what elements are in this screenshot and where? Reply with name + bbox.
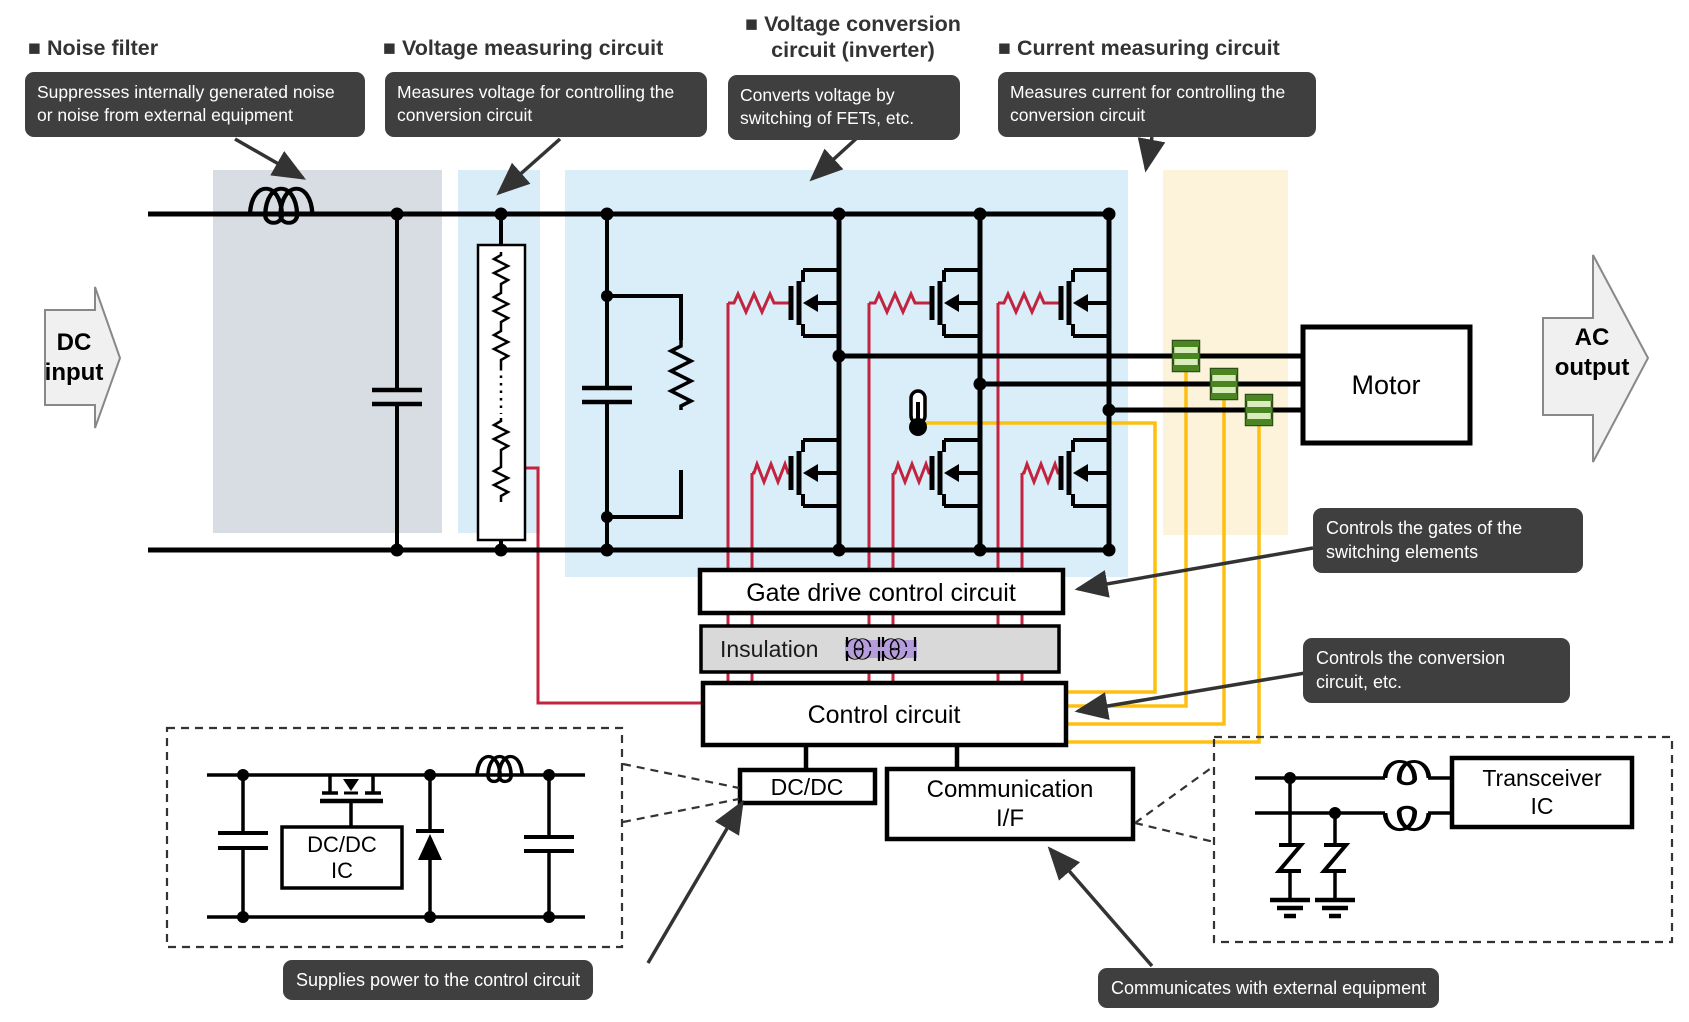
dcdc-detail-dashed-box bbox=[165, 726, 624, 949]
callout-dcdc: Supplies power to the control circuit bbox=[283, 960, 594, 1001]
voltage-conversion-pointer bbox=[809, 135, 860, 182]
current-sensor-icon bbox=[1209, 367, 1239, 401]
inverter-band bbox=[565, 170, 1128, 577]
heading-voltage-measuring-label: Voltage measuring circuit bbox=[401, 36, 664, 60]
heading-noise-filter-label: Noise filter bbox=[46, 36, 159, 60]
choke-coil-icon bbox=[1385, 807, 1429, 829]
capacitor-icon bbox=[218, 831, 268, 850]
dcdc-ic-label-line2: IC bbox=[331, 858, 353, 883]
junction-dots bbox=[390, 207, 1116, 557]
communication-callout-pointer bbox=[1047, 846, 1154, 968]
current-sense-wire-3 bbox=[1066, 424, 1261, 744]
communication-label-line2: I/F bbox=[996, 805, 1024, 832]
bullet-icon: ■ bbox=[998, 36, 1017, 60]
dcdc-label: DC/DC bbox=[771, 774, 844, 800]
tooltip-voltage-conversion: Converts voltage by switching of FETs, e… bbox=[728, 75, 960, 140]
motor-box bbox=[1300, 324, 1473, 446]
power-rails bbox=[148, 211, 1109, 553]
capacitor-icon bbox=[524, 835, 574, 853]
ac-output-line2: output bbox=[1555, 354, 1630, 381]
control-callout-pointer bbox=[1074, 667, 1330, 720]
dcdc-box bbox=[737, 767, 878, 806]
heading-current-measuring: ■ Current measuring circuit bbox=[998, 36, 1280, 61]
dc-input-line2: input bbox=[45, 359, 104, 386]
transceiver-detail-circuit: Transceiver IC bbox=[1134, 735, 1674, 944]
dcdc-detail-link-lines bbox=[622, 762, 740, 824]
noise-filter-band bbox=[213, 170, 442, 533]
resistor-chain-icon bbox=[492, 250, 510, 504]
gate-drive-label: Gate drive control circuit bbox=[746, 579, 1016, 607]
transformer-icon bbox=[845, 637, 917, 661]
noise-filter-section bbox=[250, 189, 422, 550]
tooltip-current-measuring: Measures current for controlling the con… bbox=[998, 72, 1316, 137]
section-bands bbox=[213, 170, 1288, 577]
communication-box bbox=[884, 766, 1136, 842]
motor-block: Motor bbox=[1300, 324, 1473, 446]
ac-output-arrow: AC output bbox=[1542, 254, 1650, 463]
diode-icon bbox=[418, 834, 442, 860]
gate-drive-callout-pointer bbox=[1074, 546, 1314, 598]
callout-communication: Communicates with external equipment bbox=[1098, 968, 1440, 1009]
heading-current-measuring-label: Current measuring circuit bbox=[1016, 36, 1280, 60]
heading-voltage-conversion-label: Voltage conversion circuit (inverter) bbox=[764, 12, 961, 62]
ground-icon bbox=[1315, 900, 1355, 916]
annotation-arrows bbox=[234, 135, 1330, 968]
callout-gate-drive: Controls the gates of the switching elem… bbox=[1313, 508, 1583, 573]
transceiver-ic-box bbox=[1449, 755, 1635, 830]
tvs-diode-icon bbox=[1322, 843, 1348, 873]
thermometer-icon bbox=[909, 389, 927, 436]
ground-icon bbox=[1270, 900, 1310, 916]
resistor-icon bbox=[667, 340, 695, 410]
transceiver-label-line1: Transceiver bbox=[1482, 765, 1602, 791]
capacitor-icon bbox=[582, 385, 632, 405]
insulation-label: Insulation bbox=[720, 636, 818, 662]
dcdc-ic-label-line1: DC/DC bbox=[307, 832, 377, 857]
bullet-icon: ■ bbox=[28, 36, 47, 60]
tvs-diode-icon bbox=[1277, 843, 1303, 873]
control-stack: Gate drive control circuit Insulation Co… bbox=[697, 567, 1136, 842]
transceiver-label-line2: IC bbox=[1531, 793, 1554, 819]
noise-filter-pointer bbox=[234, 137, 307, 180]
current-measuring-pointer bbox=[1137, 136, 1166, 173]
inductor-icon bbox=[475, 754, 524, 784]
transceiver-detail-dashed-box bbox=[1212, 735, 1674, 944]
ac-output-line1: AC bbox=[1575, 324, 1610, 351]
capacitor-icon bbox=[372, 387, 422, 407]
dc-input-line1: DC bbox=[57, 329, 92, 356]
heading-voltage-measuring: ■ Voltage measuring circuit bbox=[383, 36, 663, 61]
thermometer-sense-wire bbox=[926, 421, 1157, 694]
current-sensor-icon bbox=[1171, 339, 1201, 373]
motor-label: Motor bbox=[1351, 370, 1420, 400]
control-circuit-label: Control circuit bbox=[808, 701, 961, 729]
tooltip-voltage-measuring: Measures voltage for controlling the con… bbox=[385, 72, 707, 137]
current-sense-wire-2 bbox=[1066, 398, 1226, 726]
choke-coil-icon bbox=[1385, 761, 1429, 783]
tooltip-noise-filter: Suppresses internally generated noise or… bbox=[25, 72, 365, 137]
control-connectors bbox=[803, 745, 960, 770]
dc-input-arrow: DC input bbox=[44, 286, 122, 429]
dcdc-detail-circuit: DC/DC IC bbox=[165, 726, 740, 949]
communication-label-line1: Communication bbox=[927, 776, 1094, 803]
bullet-icon: ■ bbox=[745, 12, 765, 36]
heading-noise-filter: ■ Noise filter bbox=[28, 36, 158, 61]
body-diode-icon bbox=[343, 779, 359, 791]
gate-drive-box bbox=[697, 567, 1066, 616]
dcdc-ic-box bbox=[280, 825, 404, 890]
voltage-divider bbox=[476, 214, 527, 550]
heading-voltage-conversion: ■ Voltage conversion circuit (inverter) bbox=[723, 12, 983, 64]
control-circuit-box bbox=[700, 680, 1069, 748]
callout-control: Controls the conversion circuit, etc. bbox=[1303, 638, 1570, 703]
current-sensor-icon bbox=[1244, 393, 1274, 427]
dcdc-callout-pointer bbox=[646, 799, 744, 964]
voltage-measuring-pointer bbox=[496, 137, 562, 196]
bullet-icon: ■ bbox=[383, 36, 402, 60]
transceiver-detail-link-lines bbox=[1134, 765, 1215, 844]
